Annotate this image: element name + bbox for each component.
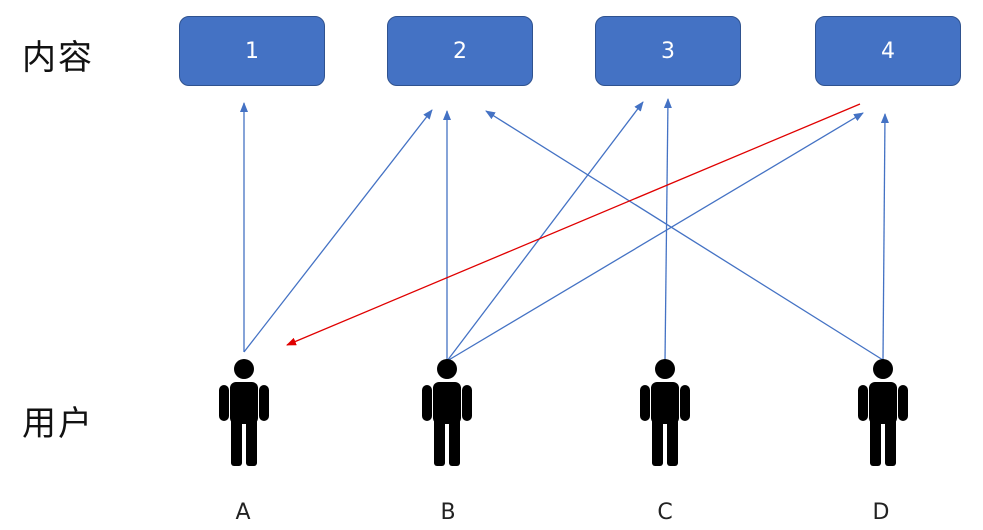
user-label-b: B bbox=[440, 500, 456, 525]
arrow-a-to-2 bbox=[243, 109, 433, 353]
user-label-a: A bbox=[235, 500, 251, 525]
content-box-2: 2 bbox=[387, 16, 533, 86]
users-row-label: 用户 bbox=[22, 404, 94, 444]
arrow-d-to-2 bbox=[485, 110, 884, 361]
arrow-d-to-4 bbox=[880, 113, 889, 361]
person-icon bbox=[640, 359, 690, 466]
arrow-c-to-3 bbox=[663, 98, 672, 362]
arrow-b-to-3 bbox=[446, 101, 644, 362]
content-row-label: 内容 bbox=[22, 38, 94, 78]
content-box-4: 4 bbox=[815, 16, 961, 86]
content-box-3: 3 bbox=[595, 16, 741, 86]
arrow-4-to-a-red bbox=[286, 103, 861, 346]
person-icon bbox=[858, 359, 908, 466]
person-icon bbox=[219, 359, 269, 466]
user-label-d: D bbox=[872, 500, 890, 525]
person-icon bbox=[422, 359, 472, 466]
user-label-c: C bbox=[657, 500, 673, 525]
arrow-b-to-4 bbox=[446, 112, 864, 362]
content-box-1: 1 bbox=[179, 16, 325, 86]
